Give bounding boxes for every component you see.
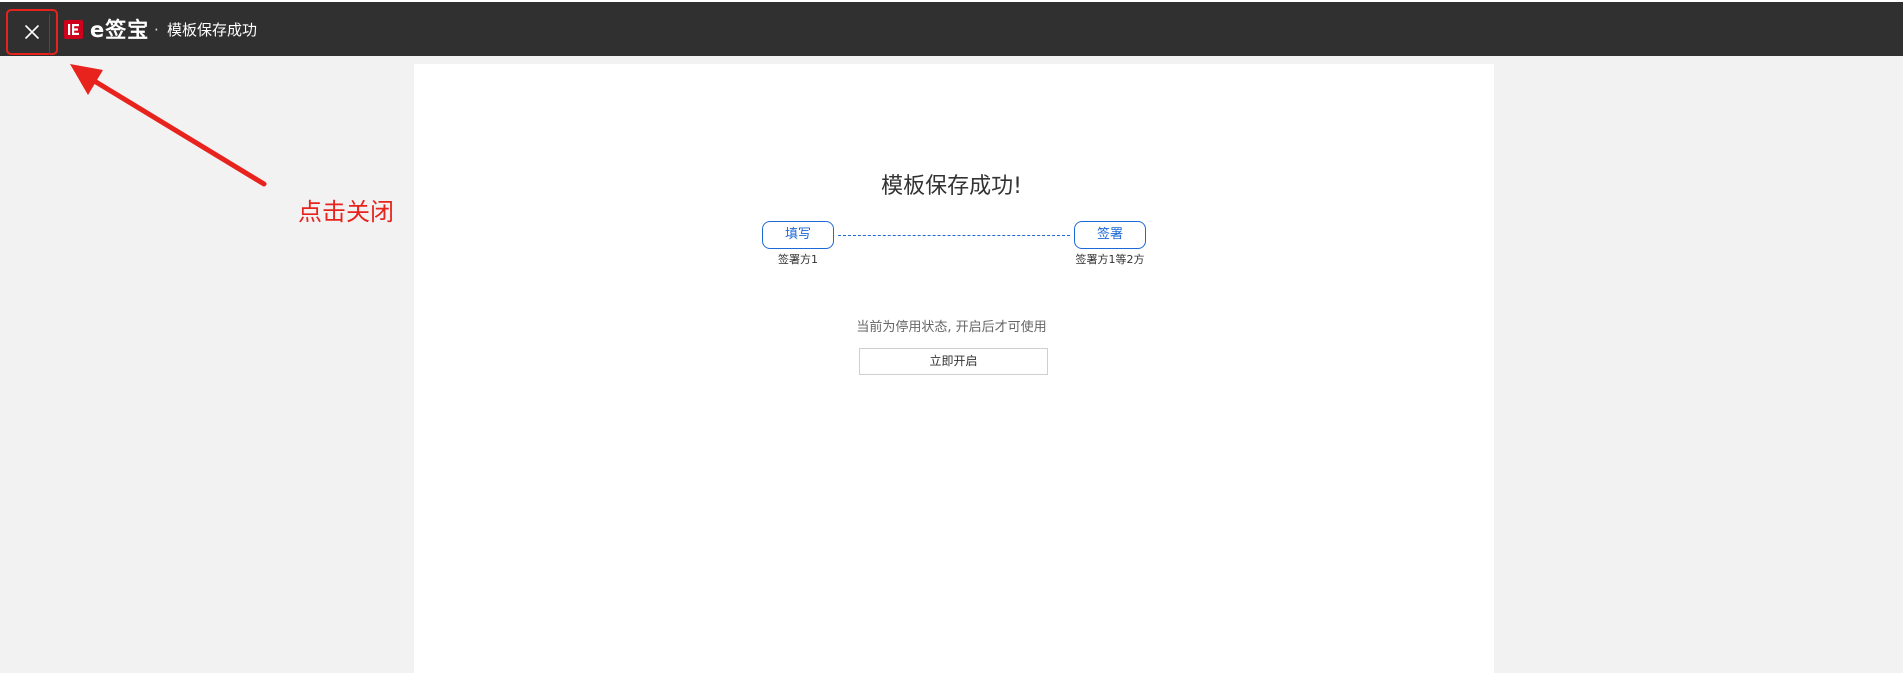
success-title: 模板保存成功! — [881, 174, 1022, 199]
annotation-text: 点击关闭 — [298, 198, 394, 226]
step-sign-caption: 签署方1等2方 — [1075, 253, 1145, 266]
step-fill-caption: 签署方1 — [778, 253, 818, 266]
enable-now-button[interactable]: 立即开启 — [859, 348, 1048, 375]
step-sign-pill: 签署 — [1074, 221, 1146, 249]
close-button[interactable] — [6, 9, 58, 55]
top-bar: e签宝 · 模板保存成功 — [0, 0, 1903, 56]
logo-text: e签宝 — [90, 18, 150, 42]
title-separator: · — [154, 21, 159, 39]
status-text: 当前为停用状态, 开启后才可使用 — [856, 320, 1047, 335]
topbar-divider — [49, 14, 50, 55]
close-icon — [25, 25, 39, 39]
step-fill-pill: 填写 — [762, 221, 834, 249]
page-title: 模板保存成功 — [167, 21, 258, 39]
esign-logo-icon — [64, 20, 83, 39]
step-connector — [838, 235, 1070, 236]
